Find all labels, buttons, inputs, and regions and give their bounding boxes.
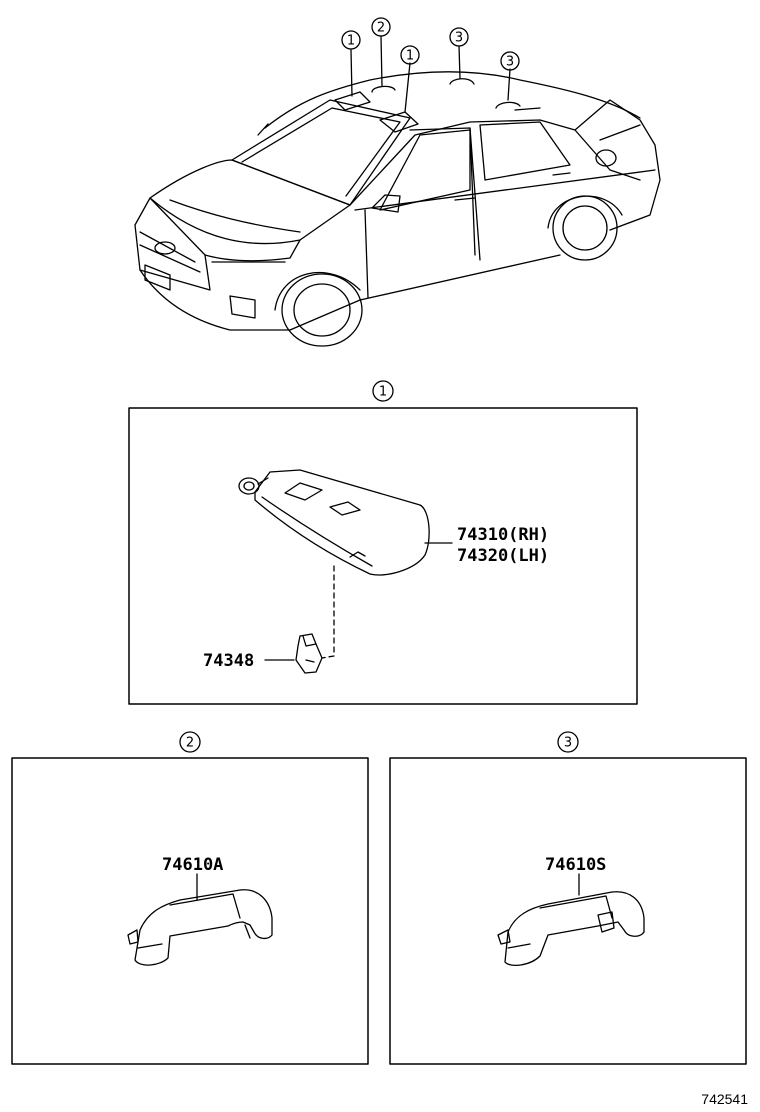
panel2-callout-number: 2 [186,736,194,751]
part-number-74310: 74310(RH) [457,525,549,545]
panel3-callout-number: 3 [564,736,572,751]
figure-id: 742541 [701,1091,748,1107]
car-callout-1b: 1 [406,49,414,64]
car-callout-3a: 3 [455,31,463,46]
car-callouts [341,17,520,71]
part-number-74610s: 74610S [545,855,606,875]
part-number-74320: 74320(LH) [457,546,549,566]
assist-grip-s-drawing [497,873,645,967]
text-layer: 1 2 1 3 3 1 2 3 74310(RH) 74320(LH) 7434… [162,21,748,1108]
panel3-callout-circle [557,731,579,753]
part-number-74610a: 74610A [162,855,223,875]
car-callout-1a: 1 [347,34,355,49]
panel1-callout-circle [372,380,394,402]
sun-visor-drawing [238,469,453,674]
car-callout-3b: 3 [506,55,514,70]
panel2-callout-circle [179,731,201,753]
car-callout-2: 2 [377,21,385,36]
part-number-74348: 74348 [203,651,254,671]
panel3-frame [389,757,747,1065]
assist-grip-a-drawing [127,873,273,966]
panel1-callout-number: 1 [379,385,387,400]
panel1-frame [128,407,638,705]
panel2-frame [11,757,369,1065]
car-illustration [134,35,661,347]
